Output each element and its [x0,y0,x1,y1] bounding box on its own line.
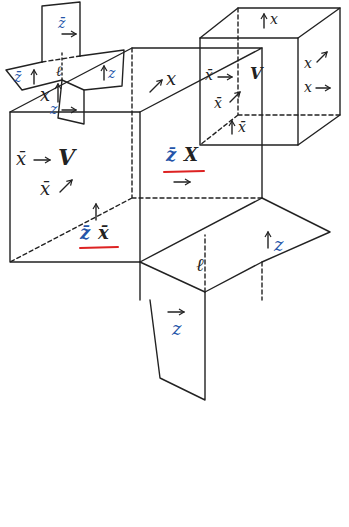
variable-label: X [184,146,198,164]
variable-label: z [50,102,57,116]
variable-label: x̄ [98,224,109,242]
variable-label: x̄ [238,120,246,134]
variable-label: x [166,70,176,88]
variable-label: ℓ [196,256,204,274]
variable-label: ℓ [56,64,62,78]
variable-label: z̄ [166,146,176,164]
variable-label: V [58,146,75,168]
variable-label: x [304,56,312,70]
variable-label: z [108,66,115,80]
variable-label: z [172,320,181,338]
variable-label: x [304,80,312,94]
variable-label: x [270,12,278,26]
variable-label: x̄ [205,68,213,82]
variable-label: z̄ [14,70,21,84]
variable-label: x̄ [214,96,222,110]
variable-label: z̄ [58,16,65,30]
variable-label: x̄ [40,180,50,198]
variable-label: x [40,86,50,104]
variable-label: V [250,66,262,82]
variable-label: z [274,236,283,254]
variable-label: z̄ [80,224,90,242]
variable-label: x̄ [16,150,26,168]
